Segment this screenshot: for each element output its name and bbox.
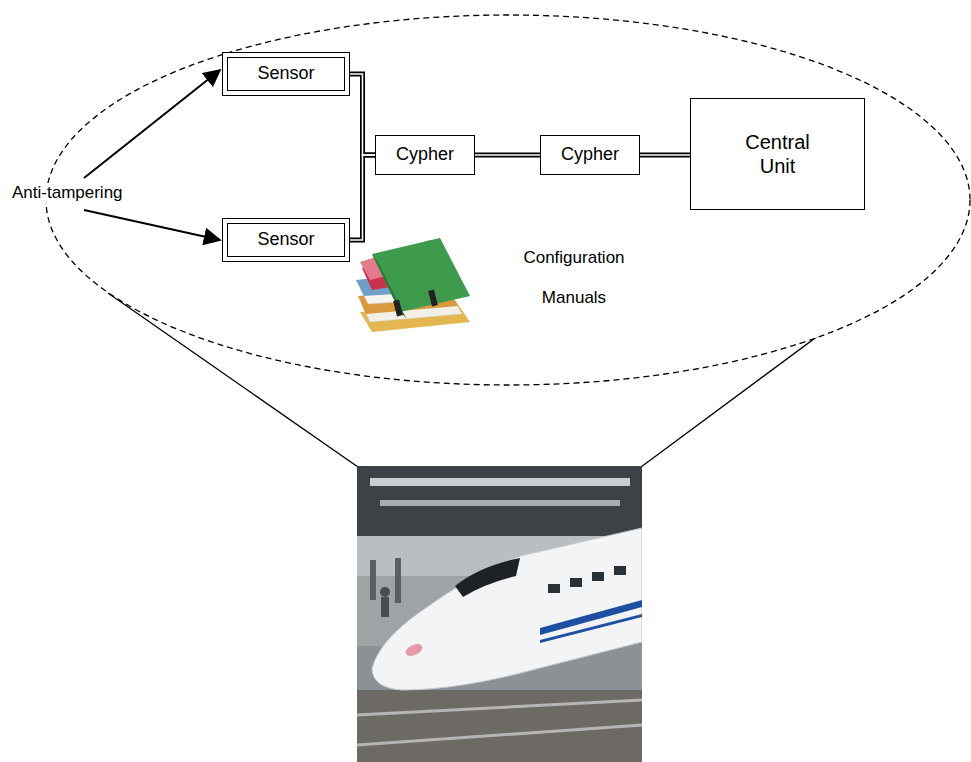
double-line-connector — [350, 74, 375, 155]
cypher-box: Cypher — [375, 135, 475, 175]
central-unit-box: Central Unit — [690, 98, 865, 210]
sensor-box: Sensor — [222, 52, 350, 96]
folders-icon — [356, 238, 470, 332]
leader-arrow — [84, 70, 220, 178]
node-text: Cypher — [396, 144, 454, 166]
node-text: Central Unit — [728, 130, 828, 178]
annotation-label: Anti-tampering — [10, 183, 125, 203]
connector-outer — [350, 74, 690, 240]
double-line-connector — [475, 153, 540, 158]
zoom-ellipse — [46, 15, 970, 385]
double-line-connector — [350, 155, 375, 240]
double-line-connector — [640, 153, 690, 158]
double-line-gap — [475, 154, 540, 156]
node-text: Sensor — [257, 229, 314, 251]
train-photo — [357, 466, 642, 762]
sensor-box: Sensor — [222, 218, 350, 262]
leader-arrow — [84, 210, 220, 240]
cypher-box: Cypher — [540, 135, 640, 175]
icon-label: Configuration Manuals — [512, 238, 636, 318]
anti-tamper-inner-border: Sensor — [227, 223, 345, 257]
node-text: Cypher — [561, 144, 619, 166]
node-text: Sensor — [257, 63, 314, 85]
double-line-gap — [640, 154, 690, 156]
double-line-gap — [350, 155, 375, 240]
double-line-gap — [350, 74, 375, 155]
anti-tamper-inner-border: Sensor — [227, 57, 345, 91]
connector-inner — [350, 74, 690, 240]
